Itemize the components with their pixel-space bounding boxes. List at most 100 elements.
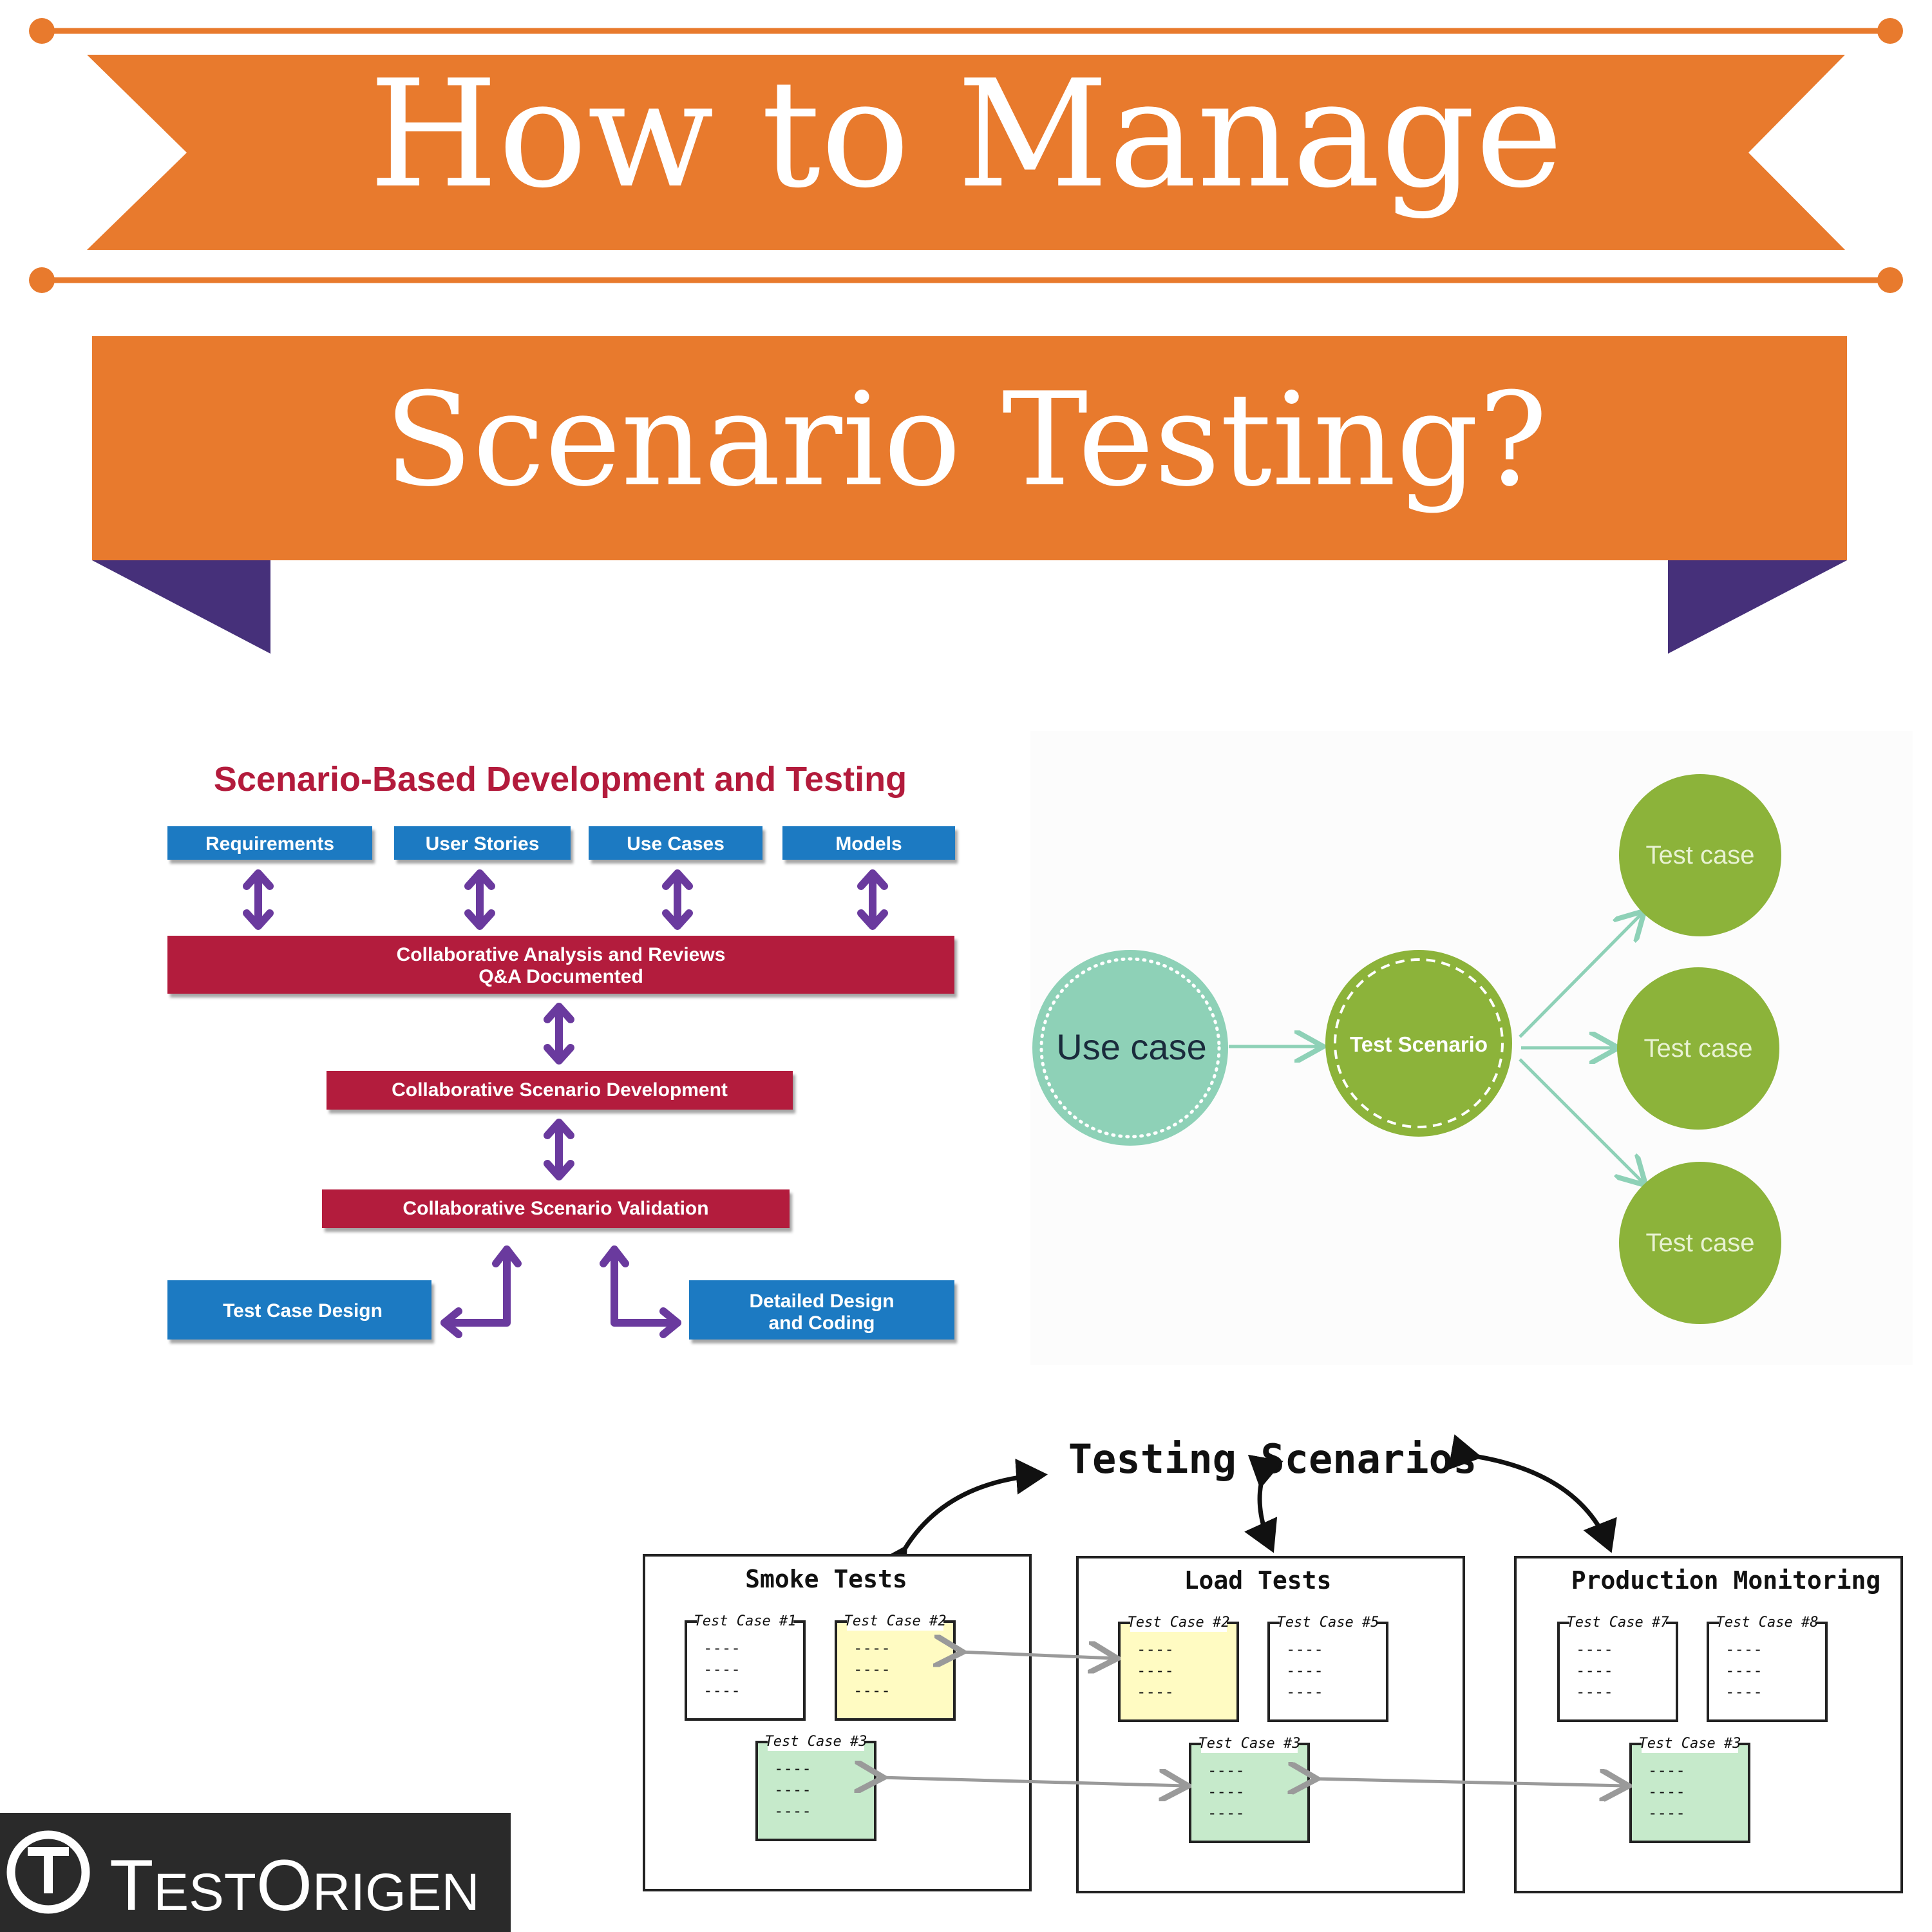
test-case-card-line: ---- (1137, 1640, 1174, 1658)
test-case-card-line: ---- (1725, 1662, 1763, 1680)
sbdt-box-label: Use Cases (627, 833, 724, 855)
group-title: Production Monitoring (1571, 1566, 1880, 1595)
test-case-label: Test case (1644, 1034, 1753, 1063)
sbdt-analysis-line-1: Collaborative Analysis and Reviews (397, 944, 726, 965)
sbdt-box-models: Models (782, 826, 955, 860)
logo-letter: T (109, 1845, 153, 1926)
test-case-card: Test Case #2 ---- ---- ---- (835, 1611, 956, 1721)
test-case-card-line: ---- (774, 1802, 811, 1820)
test-case-card-line: ---- (853, 1681, 891, 1700)
test-case-card-title: Test Case #5 (1277, 1615, 1379, 1631)
double-arrow-icon (544, 1003, 574, 1065)
flow-connector (1519, 1058, 1643, 1183)
test-case-card-line: ---- (774, 1781, 811, 1799)
sbdt-development-bar: Collaborative Scenario Development (327, 1071, 793, 1110)
testing-scenarios-title: Testing Scenarios (1068, 1435, 1477, 1482)
test-case-card-title: Test Case #3 (1198, 1736, 1301, 1752)
test-case-card-line: ---- (703, 1639, 741, 1657)
sbdt-box-detailed-design: Detailed Design and Coding (689, 1280, 954, 1340)
test-case-card: Test Case #2 ---- ---- ---- (1118, 1613, 1239, 1722)
sbdt-development-label: Collaborative Scenario Development (392, 1079, 728, 1101)
test-case-card-line: ---- (1576, 1662, 1613, 1680)
testorigen-logo: TESTORIGEN (0, 1813, 511, 1932)
logo-letter: EST (153, 1863, 256, 1922)
test-case-card-line: ---- (1208, 1761, 1245, 1779)
flow-connector (1519, 913, 1642, 1038)
test-case-card: Test Case #3 ---- ---- ---- (755, 1732, 876, 1841)
sbdt-box-use-cases: Use Cases (589, 826, 762, 860)
logo-letter: RIGEN (312, 1863, 480, 1922)
test-case-card-line: ---- (853, 1660, 891, 1678)
use-case-node: Use case (1032, 950, 1228, 1146)
test-case-card-title: Test Case #3 (1639, 1736, 1741, 1752)
test-case-card-line: ---- (1208, 1804, 1245, 1822)
elbow-arrow-icon (440, 1245, 522, 1338)
top-rule-dot-left (29, 18, 55, 44)
curved-arrow-icon (1244, 1454, 1283, 1553)
sbdt-analysis-bar: Collaborative Analysis and Reviews Q&A D… (167, 936, 954, 994)
sbdt-box-label: and Coding (769, 1312, 875, 1334)
test-case-card-line: ---- (1208, 1783, 1245, 1801)
test-case-card-title: Test Case #8 (1716, 1615, 1819, 1631)
test-case-card-line: ---- (774, 1759, 811, 1777)
sbdt-title: Scenario-Based Development and Testing (214, 760, 907, 799)
middle-rule-dot-right (1877, 267, 1903, 293)
test-case-label: Test case (1646, 1229, 1755, 1257)
sbdt-box-user-stories: User Stories (394, 826, 571, 860)
test-case-node: Test case (1619, 1162, 1781, 1324)
test-scenario-label: Test Scenario (1350, 1032, 1488, 1056)
test-case-label: Test case (1646, 841, 1755, 869)
title-line-2: Scenario Testing? (384, 365, 1548, 515)
test-case-card-line: ---- (1648, 1783, 1685, 1801)
sbdt-box-label: Models (835, 833, 902, 855)
test-case-card-line: ---- (853, 1639, 891, 1657)
use-case-label: Use case (1056, 1027, 1206, 1067)
link-arrow (880, 1777, 1185, 1786)
test-case-card-line: ---- (1286, 1662, 1323, 1680)
test-case-card-line: ---- (1137, 1683, 1174, 1701)
curved-arrow-icon (875, 1458, 1048, 1582)
test-case-card-line: ---- (1648, 1804, 1685, 1822)
test-case-card: Test Case #1 ---- ---- ---- (685, 1611, 806, 1721)
test-case-card-line: ---- (1286, 1683, 1323, 1701)
link-arrow (960, 1652, 1114, 1658)
sbdt-diagram: Scenario-Based Development and Testing R… (167, 760, 955, 1340)
test-case-card-line: ---- (703, 1681, 741, 1700)
test-case-card-line: ---- (1576, 1683, 1613, 1701)
curved-arrow-icon (1448, 1434, 1617, 1553)
test-case-card-title: Test Case #7 (1567, 1615, 1670, 1631)
title-line-1: How to Manage (369, 49, 1563, 221)
logo-letter: O (256, 1845, 312, 1926)
test-case-card-title: Test Case #2 (1128, 1615, 1230, 1631)
double-arrow-icon (857, 869, 888, 930)
sbdt-box-test-case-design: Test Case Design (167, 1280, 431, 1340)
elbow-arrow-icon (600, 1245, 681, 1338)
header: How to Manage Scenario Testing? (29, 18, 1903, 654)
logo-mark-icon (6, 1830, 90, 1914)
sbdt-analysis-line-2: Q&A Documented (478, 966, 643, 987)
test-case-card-line: ---- (1648, 1761, 1685, 1779)
sbdt-validation-label: Collaborative Scenario Validation (402, 1198, 708, 1219)
double-arrow-icon (662, 869, 693, 930)
test-case-card-title: Test Case #3 (765, 1734, 867, 1750)
sbdt-box-label: Detailed Design (749, 1291, 894, 1312)
test-case-card: Test Case #5 ---- ---- ---- (1267, 1613, 1388, 1722)
test-case-card-title: Test Case #2 (844, 1613, 947, 1629)
group-title: Smoke Tests (745, 1565, 907, 1593)
test-case-card: Test Case #8 ---- ---- ---- (1707, 1613, 1828, 1722)
test-case-card: Test Case #7 ---- ---- ---- (1557, 1613, 1678, 1722)
sbdt-box-label: Test Case Design (223, 1300, 383, 1321)
sbdt-box-label: Requirements (205, 833, 334, 855)
double-arrow-icon (243, 869, 274, 930)
test-scenario-node: Test Scenario (1325, 950, 1512, 1137)
use-case-flow: Use case Test Scenario Test case Test ca… (1030, 731, 1913, 1365)
subtitle-banner (92, 336, 1847, 560)
double-arrow-icon (464, 869, 495, 930)
test-case-card-line: ---- (1137, 1662, 1174, 1680)
test-case-card-title: Test Case #1 (694, 1613, 797, 1629)
sbdt-box-label: User Stories (426, 833, 540, 855)
group-title: Load Tests (1184, 1566, 1332, 1595)
double-arrow-icon (544, 1119, 574, 1180)
test-case-card-line: ---- (703, 1660, 741, 1678)
